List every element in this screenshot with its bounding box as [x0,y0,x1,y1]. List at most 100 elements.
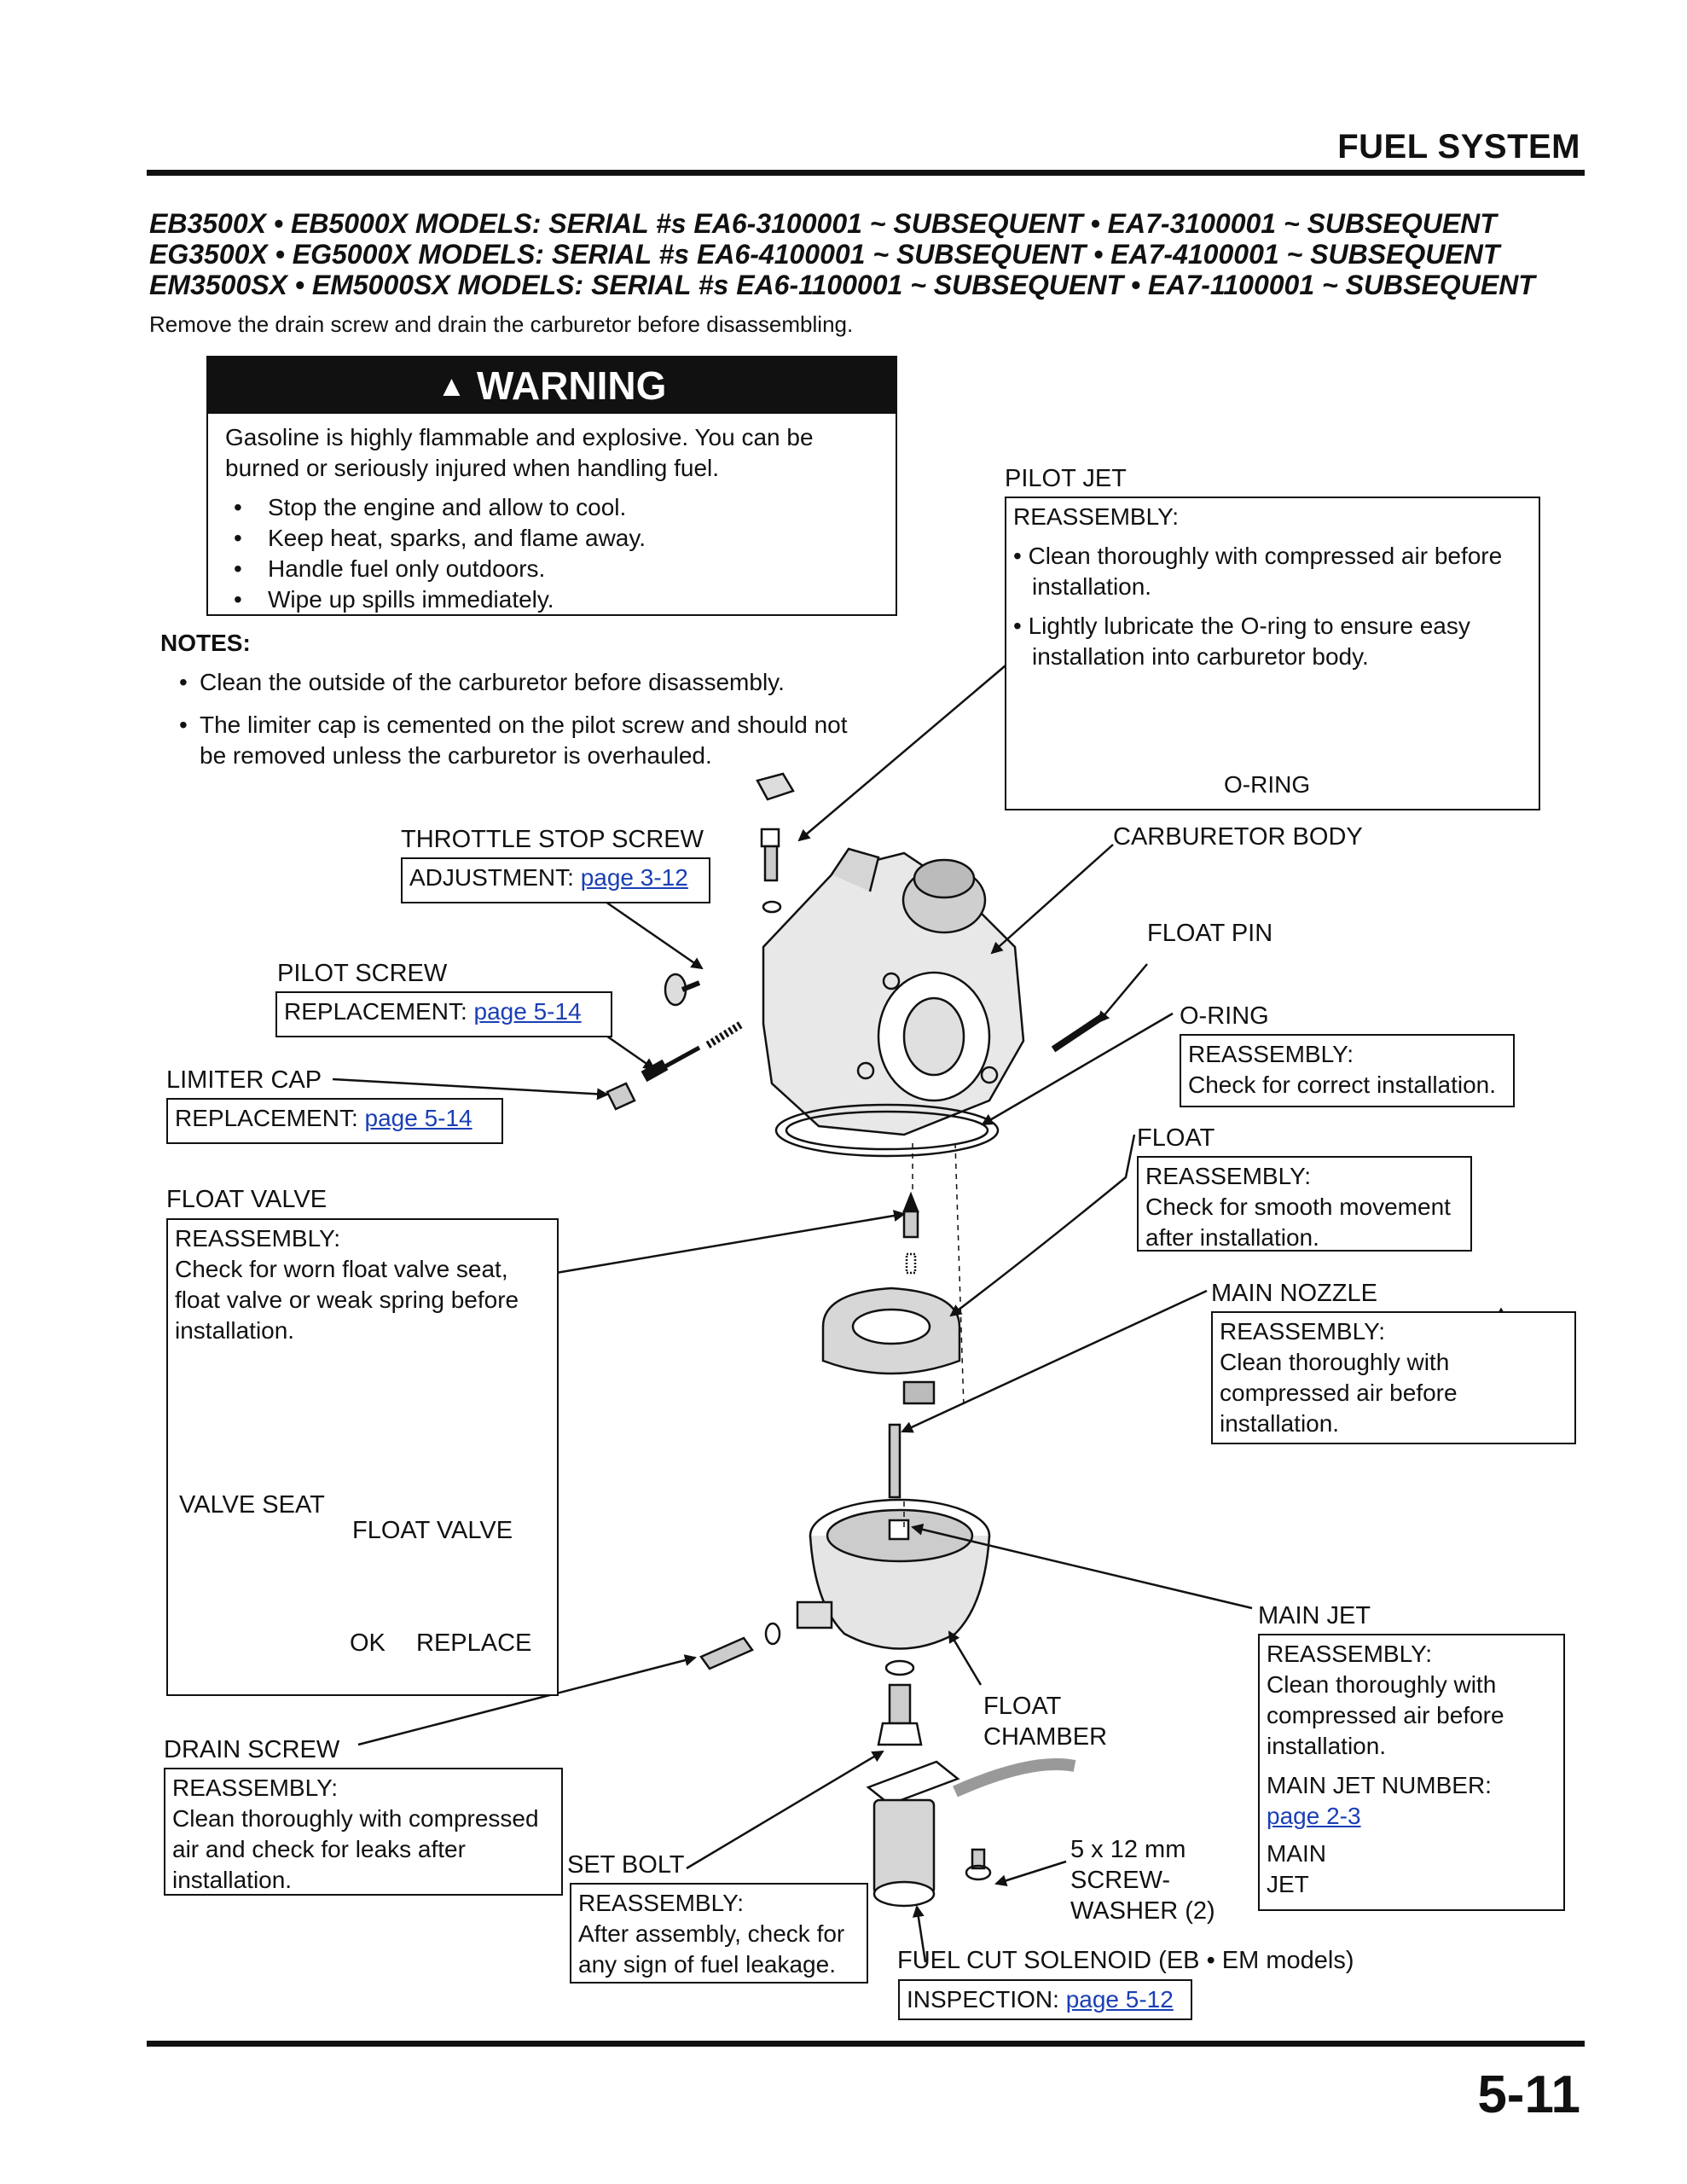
box-heading: REASSEMBLY: [1220,1318,1386,1345]
drain-screw-part [699,1636,754,1670]
label-line: FLOAT [983,1693,1062,1720]
fuel-cut-box: INSPECTION: page 5-12 [898,1979,1192,2020]
box-text: JET [1267,1871,1309,1897]
warning-list: Stop the engine and allow to cool. Keep … [225,492,878,615]
page-link[interactable]: page 3-12 [580,864,688,891]
label-set-bolt: SET BOLT [567,1851,685,1879]
warning-box: ▲ WARNING Gasoline is highly flammable a… [206,356,897,616]
box-text: installation. [175,1317,295,1344]
box-text: MAIN [1267,1840,1326,1867]
label-screw-washer: 5 x 12 mm SCREW- WASHER (2) [1070,1834,1215,1926]
box-text: Check for correct installation. [1188,1072,1497,1098]
main-nozzle-box: REASSEMBLY: Clean thoroughly with compre… [1211,1311,1576,1444]
box-text: REPLACEMENT: [284,998,474,1025]
label-float-chamber: FLOAT CHAMBER [983,1691,1107,1752]
box-heading: REASSEMBLY: [1145,1163,1312,1189]
label-pilot-screw: PILOT SCREW [277,960,448,987]
page-link[interactable]: page 5-14 [364,1105,472,1131]
warning-item: Handle fuel only outdoors. [234,554,878,584]
warning-title: WARNING [477,363,667,408]
page-number: 5-11 [1477,2065,1580,2124]
box-heading: REASSEMBLY: [172,1774,339,1801]
box-heading: REASSEMBLY: [1188,1041,1354,1067]
pilot-screw-box: REPLACEMENT: page 5-14 [275,991,612,1037]
float-box: REASSEMBLY: Check for smooth movement af… [1137,1156,1472,1252]
float-valve-part [902,1191,919,1275]
warning-header: ▲ WARNING [208,357,896,414]
box-heading: REASSEMBLY: [1267,1641,1433,1667]
label-line: 5 x 12 mm [1070,1836,1186,1863]
label-carburetor-body: CARBURETOR BODY [1113,823,1363,851]
box-text: Check for smooth movement [1145,1194,1451,1220]
pilot-jet-part [760,828,780,882]
warning-triangle-icon: ▲ [437,370,467,403]
box-text: Check for worn float valve seat, [175,1256,508,1282]
box-text: Clean thoroughly with compressed [172,1805,539,1832]
box-text: installation. [1220,1410,1340,1437]
box-heading: REASSEMBLY: [1013,503,1180,530]
box-text: installation into carburetor body. [1032,643,1369,670]
screw-washer-part [965,1848,992,1881]
box-text: ADJUSTMENT: [409,864,581,891]
box-text: installation. [1267,1733,1387,1759]
section-title: FUEL SYSTEM [1337,128,1580,166]
box-text: REPLACEMENT: [175,1105,365,1131]
main-jet-box: REASSEMBLY: Clean thoroughly with compre… [1258,1634,1565,1911]
box-text: air and check for leaks after [172,1836,466,1862]
limiter-cap-part [756,772,795,801]
box-text: Clean thoroughly with [1267,1671,1497,1698]
box-text: After assembly, check for [578,1920,845,1947]
intro-text: Remove the drain screw and drain the car… [149,311,854,337]
box-text: compressed air before [1267,1702,1504,1728]
label-float-valve-inset: FLOAT VALVE [352,1517,513,1544]
set-bolt-box: REASSEMBLY: After assembly, check for an… [570,1883,868,1984]
float-part [821,1287,961,1405]
box-text: INSPECTION: [907,1986,1066,2013]
main-nozzle-part [888,1423,901,1499]
box-text: installation. [172,1867,293,1893]
box-text: • Clean thoroughly with compressed air b… [1013,543,1503,569]
note-item: The limiter cap is cemented on the pilot… [179,710,861,771]
throttle-stop-screw-part [664,973,701,1007]
label-limiter-cap: LIMITER CAP [166,1066,322,1094]
label-fuel-cut-solenoid: FUEL CUT SOLENOID (EB • EM models) [897,1947,1354,1974]
label-valve-seat: VALVE SEAT [179,1491,325,1519]
float-valve-box: REASSEMBLY: Check for worn float valve s… [166,1218,559,1696]
label-line: SCREW- [1070,1867,1171,1894]
carburetor-body-part [762,847,1025,1136]
fuel-cut-solenoid-part [866,1758,1076,1908]
notes-title: NOTES: [160,630,251,656]
box-text: compressed air before [1220,1380,1458,1406]
box-text: MAIN JET NUMBER: [1267,1772,1492,1798]
box-text: • Lightly lubricate the O-ring to ensure… [1013,613,1470,639]
throttle-stop-box: ADJUSTMENT: page 3-12 [401,857,710,903]
label-ok: OK [350,1629,386,1657]
notes-list: Clean the outside of the carburetor befo… [179,667,861,783]
limiter-cap-box: REPLACEMENT: page 5-14 [166,1098,503,1144]
footer-rule [147,2041,1585,2047]
header-rule [147,170,1585,176]
box-heading: REASSEMBLY: [578,1890,745,1916]
box-text: after installation. [1145,1224,1319,1251]
pilot-screw-part [641,1020,745,1083]
label-replace: REPLACE [416,1629,532,1657]
warning-item: Stop the engine and allow to cool. [234,492,878,523]
box-text: Clean thoroughly with [1220,1349,1450,1375]
gasket-part [774,1103,1000,1158]
model-applicability: EB3500X • EB5000X MODELS: SERIAL #s EA6-… [149,208,1535,300]
box-text: any sign of fuel leakage. [578,1951,836,1978]
page-link[interactable]: page 2-3 [1267,1803,1361,1829]
limiter-cap-small-part [606,1082,636,1111]
warning-item: Keep heat, sparks, and flame away. [234,523,878,554]
page-link[interactable]: page 5-14 [473,998,582,1025]
pilot-jet-box: REASSEMBLY: • Clean thoroughly with comp… [1005,497,1540,810]
float-chamber-part [796,1498,991,1650]
label-float-pin: FLOAT PIN [1147,920,1273,947]
model-line: EB3500X • EB5000X MODELS: SERIAL #s EA6-… [149,208,1497,239]
model-line: EM3500SX • EM5000SX MODELS: SERIAL #s EA… [149,270,1535,300]
label-throttle-stop-screw: THROTTLE STOP SCREW [401,826,704,853]
label-main-nozzle: MAIN NOZZLE [1211,1280,1377,1307]
set-bolt-part [877,1683,923,1746]
page-link[interactable]: page 5-12 [1065,1986,1174,2013]
model-line: EG3500X • EG5000X MODELS: SERIAL #s EA6-… [149,239,1500,270]
